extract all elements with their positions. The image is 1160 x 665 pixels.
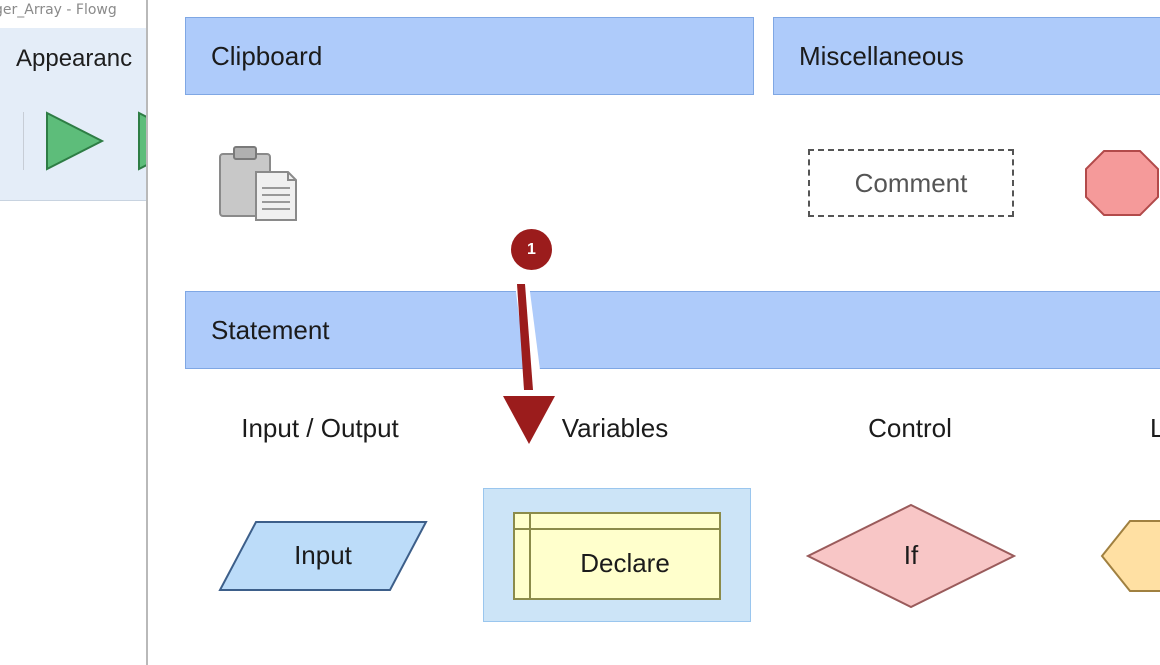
annotation-badge: 1 bbox=[511, 229, 552, 270]
section-header-statement: Statement bbox=[185, 291, 1160, 369]
background-window: ger_Array - Flowg Appearanc bbox=[0, 0, 148, 665]
popup-left-border bbox=[146, 0, 148, 665]
declare-label: Declare bbox=[580, 548, 670, 578]
ribbon-bar bbox=[0, 28, 148, 201]
window-title: ger_Array - Flowg bbox=[0, 2, 117, 18]
section-header-clipboard: Clipboard bbox=[185, 17, 754, 95]
comment-shape[interactable]: Comment bbox=[808, 149, 1014, 217]
section-title-miscellaneous: Miscellaneous bbox=[799, 40, 964, 71]
column-label-control: Control bbox=[868, 413, 952, 443]
input-shape[interactable] bbox=[218, 520, 430, 592]
run-step-icon[interactable] bbox=[136, 110, 148, 172]
column-label-input-output: Input / Output bbox=[241, 413, 399, 443]
run-icon[interactable] bbox=[44, 110, 106, 172]
loop-shape[interactable] bbox=[1100, 519, 1160, 593]
section-title-statement: Statement bbox=[211, 314, 330, 345]
section-title-clipboard: Clipboard bbox=[211, 40, 323, 71]
annotation-badge-number: 1 bbox=[527, 240, 536, 258]
comment-label: Comment bbox=[854, 167, 968, 198]
stop-octagon-icon[interactable] bbox=[1084, 149, 1160, 217]
annotation-arrow-icon bbox=[503, 284, 555, 444]
column-label-variables: Variables bbox=[561, 413, 669, 443]
tab-appearance[interactable]: Appearanc bbox=[16, 45, 133, 72]
declare-shape[interactable] bbox=[512, 511, 722, 601]
if-shape[interactable] bbox=[806, 503, 1016, 609]
section-header-miscellaneous: Miscellaneous bbox=[773, 17, 1160, 95]
if-label: If bbox=[903, 540, 919, 570]
ribbon-separator bbox=[23, 112, 24, 170]
input-label: Input bbox=[294, 540, 352, 570]
paste-icon[interactable] bbox=[218, 144, 300, 224]
column-label-loop: L bbox=[1150, 413, 1160, 443]
